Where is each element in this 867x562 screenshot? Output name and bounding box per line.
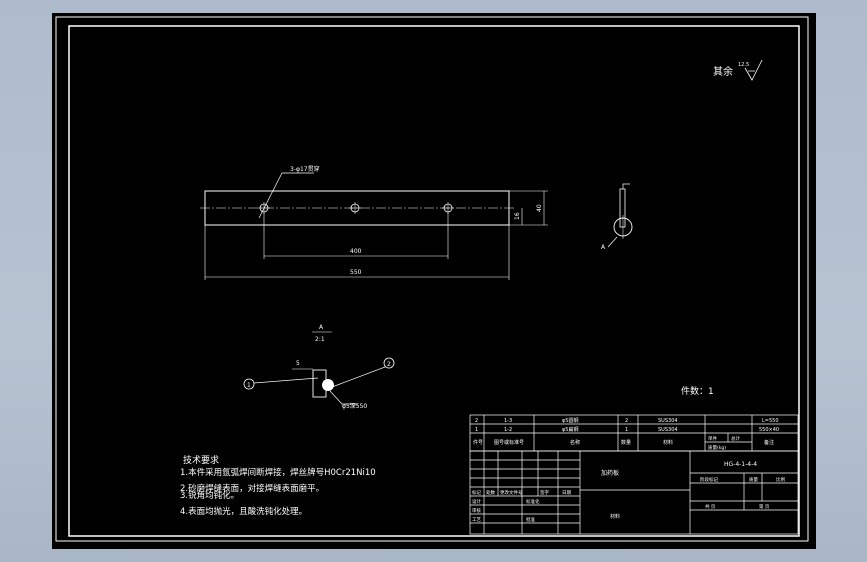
cad-drawing: 其余 12.5 3-φ17贯穿 400 — [55, 16, 809, 542]
parts-row-2: 1 1-2 φ5扁钢 1 SUS304 550×40 — [475, 426, 779, 433]
tech-item-2: 2.砂磨焊缝表面，对接焊缝表面磨平。 — [180, 483, 324, 494]
svg-text:SUS304: SUS304 — [658, 418, 678, 424]
tech-item-1: 1.本件采用氩弧焊间断焊接，焊丝牌号H0Cr21Ni10 — [180, 467, 376, 478]
weld-leader — [329, 390, 358, 405]
tech-title: 技术要求 — [183, 454, 219, 466]
detail-note: φ5深550 — [342, 402, 367, 410]
outer-frame — [55, 16, 809, 542]
title-stage-label: 阶段标记 — [700, 476, 718, 483]
dim-550-text: 550 — [350, 269, 362, 276]
svg-text:1-2: 1-2 — [504, 427, 512, 433]
svg-text:1: 1 — [475, 427, 478, 433]
side-view-label: A — [601, 244, 606, 251]
side-profile — [619, 188, 626, 228]
drawing-sheet: 其余 12.5 3-φ17贯穿 400 — [52, 13, 816, 549]
svg-text:数量: 数量 — [621, 439, 631, 446]
title-row-date: 日期 — [562, 490, 571, 496]
title-material-label: 材料 — [610, 513, 620, 520]
roughness-prefix: 其余 — [713, 65, 733, 78]
surface-roughness-note: 其余 12.5 — [713, 59, 763, 81]
balloon-1-label: 1 — [247, 382, 251, 389]
roughness-value: 12.5 — [738, 62, 749, 68]
title-scale-label: 比例 — [776, 476, 785, 483]
title-row-mark: 标记 — [472, 489, 481, 496]
title-approver: 批准 — [526, 516, 535, 523]
title-process: 工艺 — [472, 517, 481, 523]
side-view: A — [601, 183, 633, 251]
hole-middle — [349, 202, 361, 214]
main-view: 3-φ17贯穿 400 550 16 40 — [200, 165, 548, 280]
title-designer: 设计 — [472, 498, 481, 505]
hole-callout-leader — [258, 172, 314, 219]
title-mass-label: 质量 — [749, 476, 758, 483]
svg-text:φ5扁钢: φ5扁钢 — [562, 426, 578, 433]
svg-text:φ5圆钢: φ5圆钢 — [562, 417, 578, 424]
parts-row-1: 2 1-3 φ5圆钢 2 SUS304 L=550 — [475, 417, 779, 424]
svg-text:质量(kg): 质量(kg) — [708, 444, 726, 451]
pieces-note: 件数：1 — [681, 385, 714, 397]
title-row-sign: 签字 — [540, 489, 549, 496]
title-page-label: 第 页 — [759, 503, 770, 510]
detail-scale: 2:1 — [315, 336, 325, 343]
title-checker: 审核 — [472, 507, 481, 514]
balloon-2-label: 2 — [387, 361, 391, 368]
tech-item-3: 3.锐角均钝化。 — [180, 490, 239, 501]
title-standardization: 标准化 — [526, 498, 540, 505]
svg-text:图号或标准号: 图号或标准号 — [494, 439, 524, 446]
section-leader — [607, 236, 618, 248]
hole-callout-text: 3-φ17贯穿 — [290, 165, 320, 173]
svg-text:总计: 总计 — [731, 435, 740, 442]
svg-text:1-3: 1-3 — [504, 418, 512, 424]
svg-text:L=550: L=550 — [762, 418, 779, 424]
detail-dim-5: 5 — [296, 360, 300, 367]
svg-text:1: 1 — [625, 427, 628, 433]
title-row-count: 处数 — [486, 489, 495, 496]
dim-400-text: 400 — [350, 248, 362, 255]
title-block — [469, 450, 799, 535]
svg-text:件号: 件号 — [473, 439, 483, 446]
svg-text:2: 2 — [625, 418, 628, 424]
balloon-1 — [243, 378, 255, 390]
parts-header: 件号 图号或标准号 名称 数量 材料 单件 总计 质量(kg) 备注 — [473, 435, 774, 451]
svg-text:2: 2 — [475, 418, 478, 424]
svg-text:SUS304: SUS304 — [658, 427, 678, 433]
balloon-2 — [383, 357, 395, 369]
hole-right — [442, 202, 454, 214]
inner-frame — [68, 25, 800, 537]
svg-text:名称: 名称 — [570, 439, 580, 446]
title-drawing-no: HG-4-1-4-4 — [724, 461, 757, 468]
detail-label: A — [319, 324, 324, 331]
svg-text:材料: 材料 — [663, 439, 673, 446]
parts-list — [469, 414, 799, 452]
svg-text:550×40: 550×40 — [759, 427, 779, 433]
tech-requirements: 技术要求 1.本件采用氩弧焊间断焊接，焊丝牌号H0Cr21Ni10 2.砂磨焊缝… — [180, 454, 376, 517]
dim-16-text: 16 — [514, 212, 521, 220]
svg-text:单件: 单件 — [708, 435, 717, 442]
dim-40-text: 40 — [536, 204, 543, 212]
title-sheet-label: 共 页 — [705, 503, 716, 510]
roughness-symbol — [744, 59, 763, 81]
detail-rod — [322, 379, 334, 391]
tech-item-4: 4.表面均抛光，且酸洗钝化处理。 — [180, 506, 307, 517]
title-row-change: 更改文件号 — [500, 489, 523, 496]
svg-text:备注: 备注 — [764, 439, 774, 446]
detail-view: A 2:1 5 1 2 φ5深550 — [243, 324, 395, 410]
title-part-name: 加药板 — [601, 469, 619, 477]
view-arrow — [622, 183, 630, 189]
